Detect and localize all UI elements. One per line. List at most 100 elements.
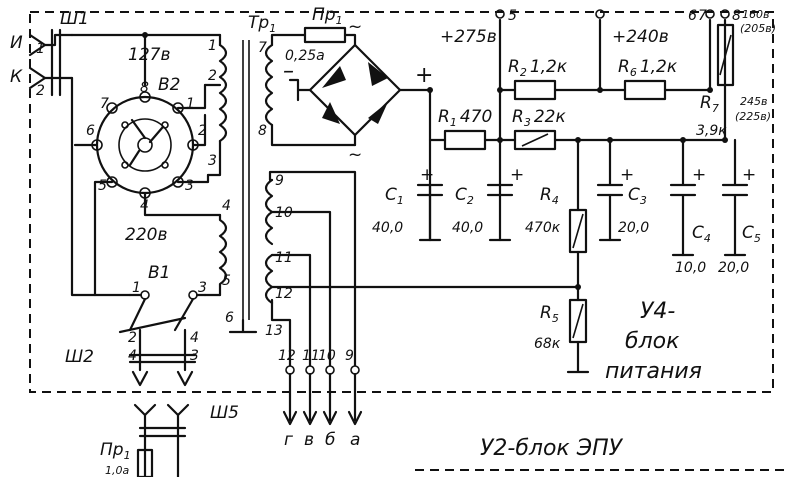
label-out11: 11 xyxy=(302,348,320,364)
label-n8: 8 xyxy=(732,8,741,24)
label-sh5: Ш5 xyxy=(210,403,239,423)
block-title-line2: блок xyxy=(625,329,680,354)
diode-bridge xyxy=(288,43,433,147)
label-w8: 8 xyxy=(258,123,267,139)
label-out-g: г xyxy=(284,430,293,450)
fuse-pr1 xyxy=(303,26,357,47)
block-title-line1: У4- xyxy=(640,299,675,324)
label-plus: + xyxy=(415,63,433,88)
label-c3-value: 20,0 xyxy=(618,220,649,236)
label-out9: 9 xyxy=(345,348,354,364)
block-outline xyxy=(29,11,790,471)
label-c1: C1 xyxy=(385,185,404,207)
label-w12: 12 xyxy=(275,286,293,302)
label-w7: 7 xyxy=(258,40,267,56)
label-w3: 3 xyxy=(208,153,217,169)
label-out12: 12 xyxy=(278,348,296,364)
label-t2: 2 xyxy=(36,83,45,99)
label-r5: R5 xyxy=(540,303,559,325)
label-c1-value: 40,0 xyxy=(372,220,403,236)
label-205v: (205в) xyxy=(740,22,776,35)
label-c3-plus: + xyxy=(620,165,634,185)
label-c4-plus: + xyxy=(692,165,706,185)
label-t1: 1 xyxy=(36,41,45,57)
filter-network xyxy=(428,18,735,242)
label-c2: C2 xyxy=(455,185,474,207)
label-b2: В2 xyxy=(158,75,180,95)
label-w5: 5 xyxy=(222,273,231,289)
label-275v: +275в xyxy=(440,27,497,47)
label-plug-4b: 4 xyxy=(190,330,199,346)
label-input-i: И xyxy=(10,33,23,53)
label-out-v: в xyxy=(304,430,314,450)
label-sw4: 4 xyxy=(140,198,149,214)
transformer-primary xyxy=(203,33,250,320)
label-225v: (225в) xyxy=(735,110,771,123)
label-tilde-top: ~ xyxy=(348,17,362,37)
label-sw2: 2 xyxy=(198,123,207,139)
block-epu-title: У2-блок ЭПУ xyxy=(480,436,624,461)
label-r7: R7 xyxy=(700,93,719,115)
label-r4-value: 470к xyxy=(525,220,561,236)
label-w13: 13 xyxy=(265,323,283,339)
label-r5-value: 68к xyxy=(534,336,561,352)
label-c3: C3 xyxy=(628,185,647,207)
label-w9: 9 xyxy=(275,173,284,189)
label-w11: 11 xyxy=(275,250,293,266)
label-pr1: Пр1 xyxy=(312,5,343,27)
label-out10: 10 xyxy=(318,348,336,364)
voltage-selector-b2[interactable] xyxy=(73,83,222,297)
power-switch-b1[interactable] xyxy=(118,290,207,387)
label-minus: – xyxy=(283,59,294,84)
label-r4: R4 xyxy=(540,185,559,207)
mains-wiring xyxy=(70,32,222,297)
label-w10: 10 xyxy=(275,205,293,221)
label-sw1: 1 xyxy=(186,96,195,112)
label-n7: 7 xyxy=(698,8,707,24)
label-c1-plus: + xyxy=(420,165,434,185)
top-terminals xyxy=(495,9,730,19)
label-240v: +240в xyxy=(612,27,669,47)
label-plug-3: 3 xyxy=(190,348,199,364)
label-sw8: 8 xyxy=(140,80,149,96)
label-127v: 127в xyxy=(128,45,170,65)
label-c5-plus: + xyxy=(742,165,756,185)
label-sw6: 6 xyxy=(86,123,95,139)
label-out-b: б xyxy=(325,430,335,450)
label-c5: C5 xyxy=(742,223,761,245)
input-plug-sh1 xyxy=(28,28,74,97)
output-terminals xyxy=(282,365,363,426)
label-160v: 160в xyxy=(742,8,769,21)
label-220v: 220в xyxy=(125,225,167,245)
label-pr1-value: 0,25а xyxy=(285,48,325,64)
label-w1: 1 xyxy=(208,38,217,54)
label-out-a: а xyxy=(350,430,360,450)
label-c4-value: 10,0 xyxy=(675,260,706,276)
label-tilde-bot: ~ xyxy=(348,145,362,165)
label-plug-4a: 4 xyxy=(128,348,137,364)
label-n5: 5 xyxy=(508,8,517,24)
label-sh1: Ш1 xyxy=(60,9,89,29)
label-r7-value: 3,9к xyxy=(696,123,727,139)
block-title-line3: питания xyxy=(605,359,702,384)
label-w2: 2 xyxy=(208,68,217,84)
label-w4: 4 xyxy=(222,198,231,214)
label-input-k: К xyxy=(10,67,23,87)
label-b1-3: 3 xyxy=(198,280,207,296)
label-sw5: 5 xyxy=(98,178,107,194)
capacitors xyxy=(416,138,749,257)
label-c2-value: 40,0 xyxy=(452,220,483,236)
label-sw7: 7 xyxy=(100,96,109,112)
label-c5-value: 20,0 xyxy=(718,260,749,276)
label-c4: C4 xyxy=(692,223,711,245)
label-n6: 6 xyxy=(688,8,697,24)
divider-r4-r5 xyxy=(566,138,590,374)
label-b1: В1 xyxy=(148,263,170,283)
label-b1-1: 1 xyxy=(132,280,141,296)
label-245v: 245в xyxy=(740,95,767,108)
